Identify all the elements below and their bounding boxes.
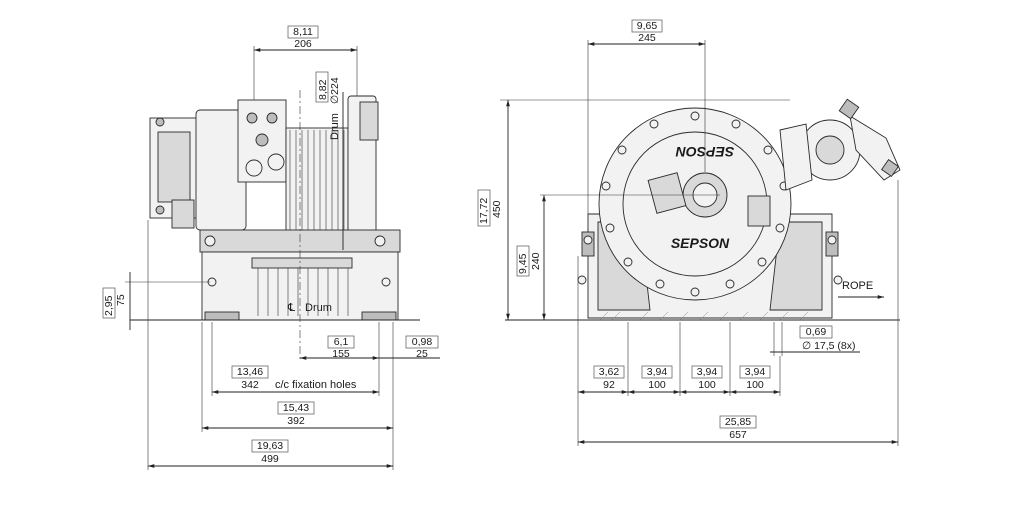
- front-view: SEPSON SEPSON: [505, 98, 901, 321]
- bracket-3-62: [593, 365, 625, 379]
- side-bolt: [155, 117, 165, 127]
- brand-bottom: SEPSON: [671, 235, 730, 251]
- front-dimensions: 9,65 245 17,72 450 9,45 240 ROPE 0,69 ∅ …: [477, 19, 899, 446]
- dim-text-8-11: 8,11: [293, 26, 313, 38]
- brand-top: SEPSON: [675, 144, 734, 160]
- dim-text-92: 92: [603, 379, 615, 391]
- front-motor-bracket: [779, 123, 813, 191]
- dim-text-6-1: 6,1: [334, 336, 349, 348]
- side-fitting: [267, 153, 285, 171]
- front-valve-fitting: [838, 98, 860, 120]
- bracket-6-1: [327, 335, 355, 349]
- dim-text-75: 75: [115, 294, 127, 306]
- front-valve-fitting: [881, 159, 899, 177]
- side-bolt: [374, 235, 386, 247]
- front-bolt: [583, 235, 593, 245]
- drum-label: Drum: [329, 113, 341, 140]
- side-view: [130, 95, 420, 321]
- dim-text-450: 450: [491, 200, 503, 218]
- dim-text-0-98: 0,98: [412, 336, 433, 348]
- front-label-plate-left: [647, 172, 687, 214]
- side-drum: [285, 127, 349, 241]
- dim-text-15-43: 15,43: [283, 402, 309, 414]
- side-base-rail: [251, 257, 353, 269]
- front-bolt: [577, 275, 587, 285]
- side-fitting: [245, 159, 263, 177]
- dim-text-3-94-c: 3,94: [745, 366, 766, 378]
- bracket-3-94-b: [691, 365, 723, 379]
- dim-text-224: ∅224: [329, 77, 341, 104]
- dim-text-3-94-a: 3,94: [647, 366, 668, 378]
- fixation-label: c/c fixation holes: [275, 379, 357, 391]
- side-drum-grooves: [289, 130, 345, 238]
- rope-label: ROPE: [842, 280, 873, 292]
- dim-text-100-b: 100: [698, 379, 716, 391]
- side-bracket: [359, 101, 379, 141]
- bracket-3-94-c: [739, 365, 771, 379]
- side-base-ribs: [257, 268, 349, 316]
- bracket-25-85: [719, 415, 757, 429]
- dim-text-9-65: 9,65: [637, 20, 658, 32]
- side-port: [266, 112, 278, 124]
- front-hyd-motor-center: [815, 135, 845, 165]
- dim-text-342: 342: [241, 379, 259, 391]
- dim-text-499: 499: [261, 453, 279, 465]
- front-label-plate-right: [747, 195, 771, 227]
- dim-text-392: 392: [287, 415, 305, 427]
- bracket-19-63: [251, 439, 289, 453]
- front-frame-right-panel: [769, 221, 823, 311]
- cl-symbol: ℄: [287, 302, 295, 314]
- dim-text-8-82: 8,82: [317, 79, 329, 100]
- bracket-9-45: [516, 245, 530, 277]
- dim-text-155: 155: [332, 348, 350, 360]
- dim-text-3-94-b: 3,94: [697, 366, 718, 378]
- dim-text-100-c: 100: [746, 379, 764, 391]
- front-bolt: [833, 275, 843, 285]
- front-flange-bolts: [601, 111, 789, 297]
- side-bolt: [155, 205, 165, 215]
- cl-drum-label: Drum: [305, 302, 332, 314]
- side-bolt: [381, 277, 391, 287]
- bracket-9-65: [631, 19, 663, 33]
- dim-text-206: 206: [294, 38, 312, 50]
- dim-text-3-62: 3,62: [599, 366, 620, 378]
- bracket-8-82: [315, 71, 329, 103]
- dim-text-9-45: 9,45: [517, 253, 529, 274]
- dim-text-2-95: 2,95: [103, 295, 115, 316]
- bracket-0-69: [799, 325, 833, 339]
- front-bolt: [827, 235, 837, 245]
- bracket-17-72: [477, 189, 491, 227]
- side-dimensions: 8,11 206 8,82 ∅224 Drum 2,95 75 ℄ Drum 6…: [102, 25, 440, 470]
- dim-text-245: 245: [638, 32, 656, 44]
- dim-text-17-5: ∅ 17,5 (8x): [802, 340, 856, 352]
- dim-text-25: 25: [416, 348, 428, 360]
- side-foot-right: [361, 311, 397, 321]
- bracket-3-94-a: [641, 365, 673, 379]
- dim-text-19-63: 19,63: [257, 440, 283, 452]
- side-foot-left: [204, 311, 240, 321]
- bracket-2-95: [102, 287, 116, 319]
- side-motor-cover: [157, 131, 191, 203]
- bracket-15-43: [277, 401, 315, 415]
- bracket-8-11: [287, 25, 319, 39]
- dim-text-240: 240: [530, 252, 542, 270]
- bracket-0-98: [405, 335, 439, 349]
- dim-text-17-72: 17,72: [478, 198, 490, 224]
- side-label-plate: [171, 199, 195, 229]
- side-bolt: [204, 235, 216, 247]
- dim-text-13-46: 13,46: [237, 366, 263, 378]
- side-port: [255, 133, 269, 147]
- front-base-hatch: [599, 311, 809, 321]
- bracket-13-46: [231, 365, 269, 379]
- dim-text-0-69: 0,69: [806, 326, 827, 338]
- side-port: [246, 112, 258, 124]
- dim-text-100-a: 100: [648, 379, 666, 391]
- dim-text-25-85: 25,85: [725, 416, 751, 428]
- dim-text-657: 657: [729, 429, 747, 441]
